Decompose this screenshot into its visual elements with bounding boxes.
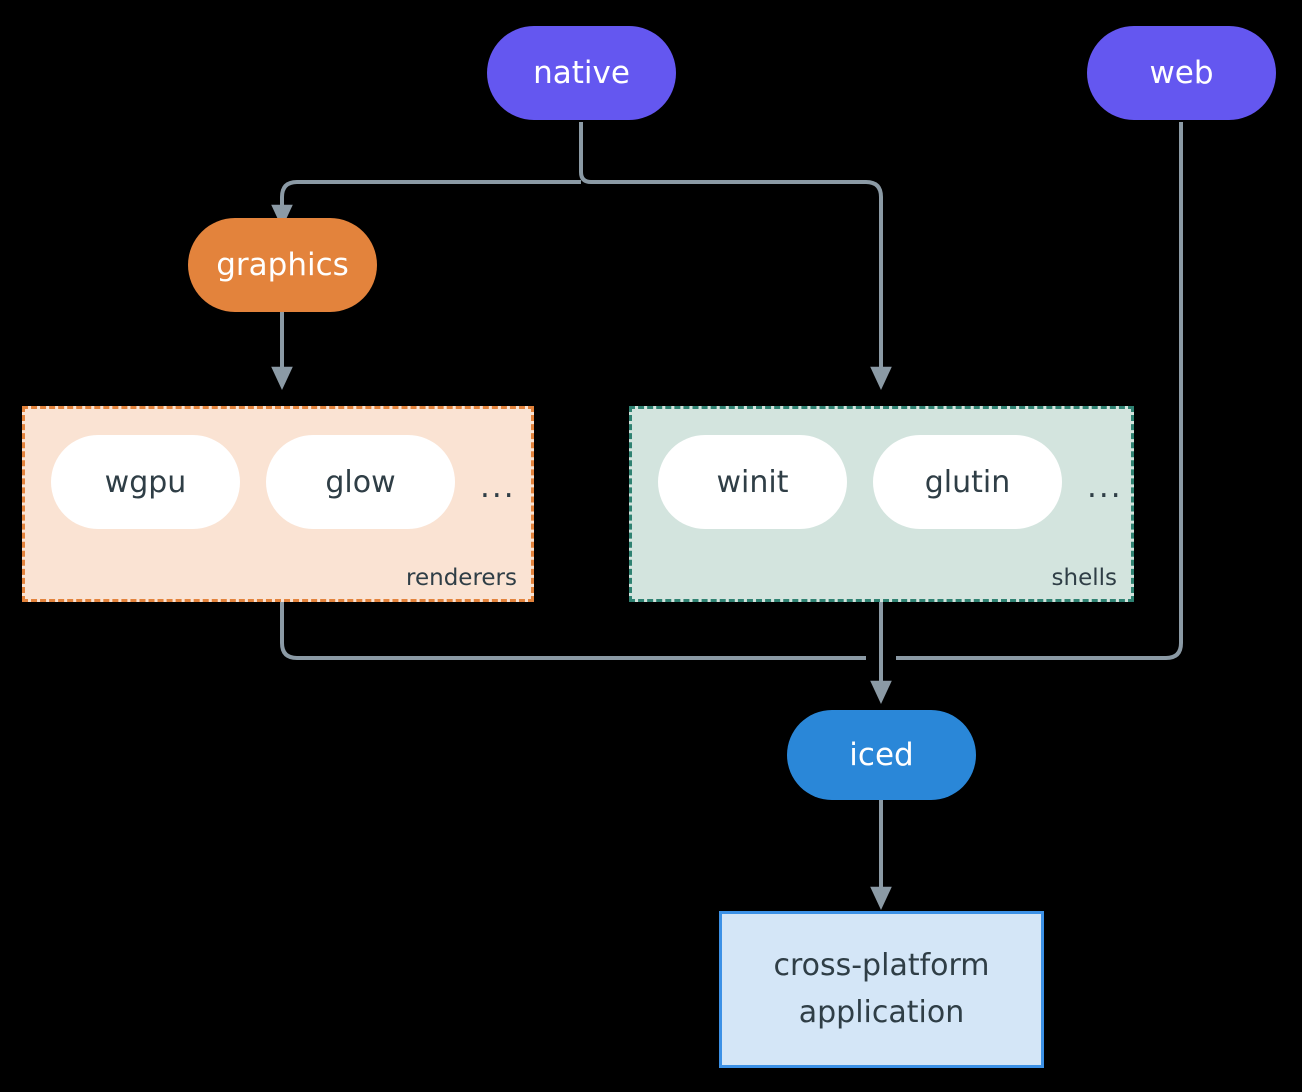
edge-native-bus [579,122,892,390]
node-web[interactable]: web [1087,26,1276,120]
leaf-pill-glow-label: glow [325,464,396,500]
node-application[interactable]: cross-platform application [719,911,1044,1068]
leaf-pill-glutin-label: glutin [924,464,1011,500]
node-application-line1: cross-platform [773,948,990,983]
group-renderers: wgpu glow ... renderers [22,406,534,602]
node-native[interactable]: native [487,26,676,120]
node-iced-label: iced [849,736,914,773]
node-iced[interactable]: iced [787,710,976,800]
node-web-label: web [1149,54,1214,91]
node-graphics[interactable]: graphics [188,218,377,312]
leaf-pill-winit[interactable]: winit [658,435,847,529]
group-renderers-label: renderers [406,565,517,591]
group-shells-label: shells [1051,565,1117,591]
leaf-pill-winit-label: winit [716,464,789,500]
node-native-label: native [533,54,630,91]
shells-overflow-ellipsis: ... [1087,469,1123,505]
leaf-pill-glow[interactable]: glow [266,435,455,529]
edge-renderers-iced [280,602,866,660]
renderers-overflow-ellipsis: ... [480,469,516,505]
node-application-line2: application [798,994,965,1030]
leaf-pill-glutin[interactable]: glutin [873,435,1062,529]
leaf-pill-wgpu-label: wgpu [104,464,187,500]
node-graphics-label: graphics [216,246,349,283]
group-shells: winit glutin ... shells [629,406,1134,602]
edge-native-graphics [271,180,581,228]
leaf-pill-wgpu[interactable]: wgpu [51,435,240,529]
